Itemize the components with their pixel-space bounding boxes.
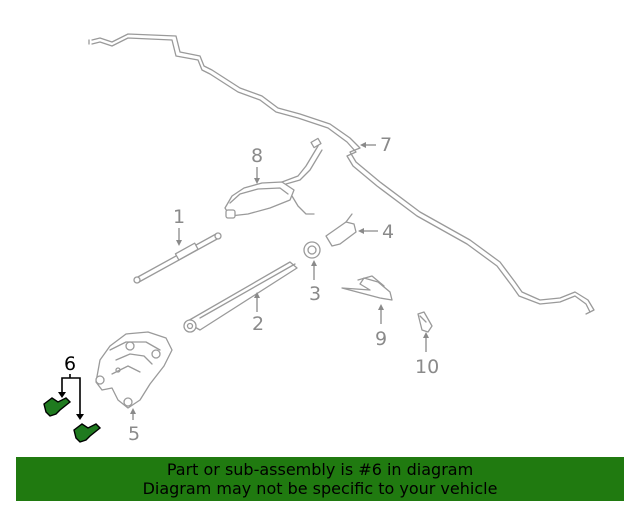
bolt-upper [43,397,72,417]
arm-cover-cap [325,213,357,247]
banner-part-line: Part or sub-assembly is #6 in diagram [166,460,474,479]
callout-2[interactable]: 2 [252,292,264,335]
callout-7[interactable]: 7 [360,134,392,156]
callout-number: 3 [309,283,321,305]
washer-hose [88,33,595,315]
callout-number: 7 [380,134,392,156]
callout-number: 6 [64,353,76,375]
bolt-lower [73,423,102,443]
callout-6[interactable]: 6 [58,353,84,420]
callout-number: 5 [128,423,140,445]
callout-4[interactable]: 4 [358,221,394,243]
wiring-harness [224,137,323,219]
wiper-arm [183,261,298,333]
callout-number: 10 [415,356,439,378]
banner-disclaimer-line: Diagram may not be specific to your vehi… [142,479,498,498]
washer-nozzle [341,275,393,301]
part-info-banner: Part or sub-assembly is #6 in diagram Di… [16,457,624,501]
callout-number: 2 [252,313,264,335]
callout-1[interactable]: 1 [173,206,185,246]
arm-nut [303,241,321,259]
nozzle-tip [417,311,433,333]
callout-10[interactable]: 10 [415,332,439,378]
callout-3[interactable]: 3 [309,260,321,305]
callout-number: 4 [382,221,394,243]
wiper-motor [95,331,173,409]
wiper-rod [133,232,222,284]
callout-number: 8 [251,145,263,167]
parts-diagram: 6 1 2 3 4 5 7 8 9 [43,33,595,445]
callout-9[interactable]: 9 [375,304,387,350]
callout-8[interactable]: 8 [251,145,263,184]
callout-number: 9 [375,328,387,350]
callout-5[interactable]: 5 [128,408,140,445]
callout-number: 1 [173,206,185,228]
